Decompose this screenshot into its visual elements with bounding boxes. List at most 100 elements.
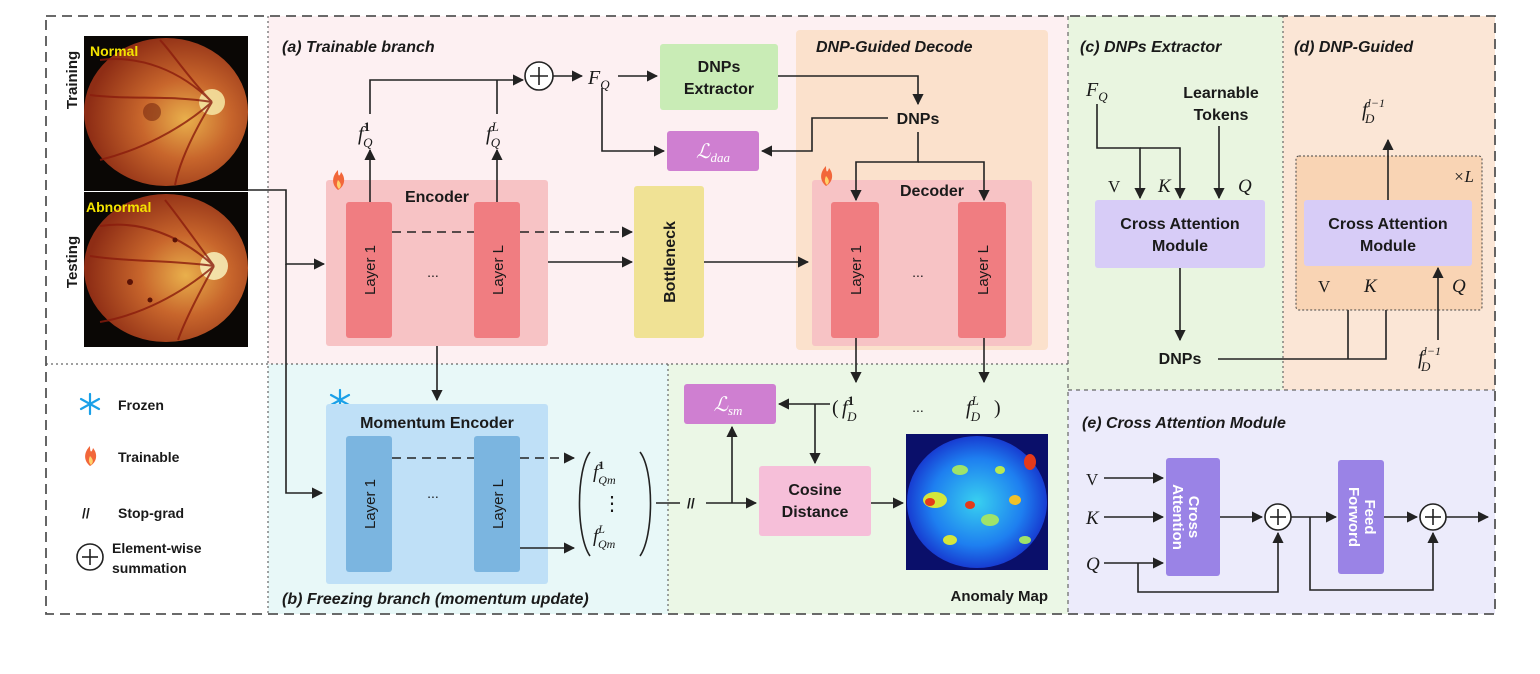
sum-icon bbox=[76, 543, 104, 571]
d-k-label: K bbox=[1363, 276, 1378, 297]
e-cross-attention-box bbox=[1166, 458, 1220, 576]
abnormal-label: Abnormal bbox=[86, 199, 151, 215]
encoder-layer-l-label: Layer L bbox=[490, 245, 507, 295]
svg-text:): ) bbox=[994, 397, 1001, 419]
e-k-label: K bbox=[1085, 508, 1100, 529]
c-v-label: V bbox=[1108, 177, 1121, 196]
encoder-layer-1-label: Layer 1 bbox=[362, 245, 379, 295]
e-q-label: Q bbox=[1086, 554, 1100, 575]
panel-a-title: (a) Trainable branch bbox=[282, 39, 435, 56]
stopgrad-symbol: // bbox=[82, 505, 90, 521]
panel-e-title: (e) Cross Attention Module bbox=[1082, 415, 1286, 432]
c-q-label: Q bbox=[1238, 176, 1252, 197]
sum-node bbox=[524, 61, 554, 91]
arrows-cos: // bbox=[656, 398, 905, 511]
panel-d-title: (d) DNP-Guided bbox=[1294, 39, 1414, 56]
decoder-layer-1-label: Layer 1 bbox=[848, 245, 865, 295]
e-feed-forward-box bbox=[1338, 460, 1384, 574]
d-v-label: V bbox=[1318, 277, 1331, 296]
svg-text:f1D: f1D bbox=[842, 393, 857, 424]
dnps-extractor-box bbox=[660, 44, 778, 110]
decoder-label: Decoder bbox=[900, 183, 964, 200]
e-sum-node-2 bbox=[1419, 503, 1447, 531]
learnable-tokens-2: Tokens bbox=[1194, 107, 1249, 124]
d-cam-label-2: Module bbox=[1360, 238, 1416, 255]
c-cam-box bbox=[1095, 200, 1265, 268]
arrows-d bbox=[1382, 138, 1444, 340]
decoder-layer-1 bbox=[831, 202, 879, 338]
flame-icon bbox=[821, 166, 833, 186]
arrows-a bbox=[248, 70, 990, 499]
arrows-b bbox=[392, 452, 576, 554]
loss-sm-label: ℒsm bbox=[714, 394, 743, 418]
d-cam-label-1: Cross Attention bbox=[1328, 216, 1447, 233]
momentum-layer-1-label: Layer 1 bbox=[362, 479, 379, 529]
legend-frozen: Frozen bbox=[118, 397, 164, 413]
c-k-label: K bbox=[1157, 176, 1172, 197]
c-dnps-label: DNPs bbox=[1159, 351, 1202, 368]
e-feed-label-1: Feed bbox=[1361, 499, 1378, 534]
legend-trainable: Trainable bbox=[118, 449, 180, 465]
svg-text:...: ... bbox=[912, 399, 924, 415]
cosine-label-2: Distance bbox=[782, 504, 849, 521]
cosine-label-1: Cosine bbox=[788, 482, 841, 499]
flame-icon bbox=[85, 446, 97, 466]
momentum-encoder-label: Momentum Encoder bbox=[360, 415, 514, 432]
loss-daa-box bbox=[667, 131, 759, 171]
arrows-e bbox=[1104, 472, 1490, 593]
loss-sm-box bbox=[684, 384, 776, 424]
decoder-layer-l bbox=[958, 202, 1006, 338]
flame-icon bbox=[333, 170, 345, 190]
decoder-ellipsis: ... bbox=[912, 264, 924, 280]
c-cam-label-1: Cross Attention bbox=[1120, 216, 1239, 233]
encoder-label: Encoder bbox=[405, 189, 469, 206]
bottleneck-box bbox=[634, 186, 704, 338]
legend-sum-line2: summation bbox=[112, 560, 187, 576]
panel-e-bg bbox=[1068, 390, 1495, 614]
c-cam-label-2: Module bbox=[1152, 238, 1208, 255]
cosine-distance-box bbox=[759, 466, 871, 536]
anomaly-map-image bbox=[906, 434, 1048, 570]
e-sum-node-1 bbox=[1264, 503, 1292, 531]
encoder-layer-1 bbox=[346, 202, 392, 338]
momentum-layer-1 bbox=[346, 436, 392, 572]
retina-abnormal-image bbox=[84, 192, 248, 347]
decode-title: DNP-Guided Decode bbox=[816, 39, 973, 56]
momentum-layer-l bbox=[474, 436, 520, 572]
momentum-layer-l-label: Layer L bbox=[490, 479, 507, 529]
svg-text:(: ( bbox=[832, 397, 839, 419]
svg-text:fLD: fLD bbox=[966, 393, 981, 424]
normal-label: Normal bbox=[90, 43, 138, 59]
legend-stopgrad: Stop-grad bbox=[118, 505, 184, 521]
legend-sum-line1: Element-wise bbox=[112, 540, 202, 556]
stopgrad-mark: // bbox=[687, 495, 695, 511]
e-cross-label-2: Attention bbox=[1169, 484, 1186, 550]
e-cross-label-1: Cross bbox=[1185, 496, 1202, 539]
c-fq-label: FQ bbox=[1085, 79, 1108, 104]
training-label: Training bbox=[64, 51, 81, 109]
anomaly-map-label: Anomaly Map bbox=[950, 588, 1048, 605]
panel-c-title: (c) DNPs Extractor bbox=[1080, 39, 1222, 56]
loss-daa-label: ℒdaa bbox=[696, 141, 730, 165]
snowflake-icon bbox=[79, 392, 101, 416]
learnable-tokens-1: Learnable bbox=[1183, 85, 1259, 102]
encoder-layer-l bbox=[474, 202, 520, 338]
dnps-label: DNPs bbox=[897, 111, 940, 128]
dnps-extractor-label-1: DNPs bbox=[698, 59, 741, 76]
svg-text:⋮: ⋮ bbox=[602, 493, 622, 515]
e-feed-label-2: Forword bbox=[1345, 487, 1362, 547]
d-q-label: Q bbox=[1452, 276, 1466, 297]
outer-frame bbox=[45, 15, 1496, 615]
retina-normal-image bbox=[84, 36, 248, 191]
bottleneck-label: Bottleneck bbox=[662, 221, 679, 303]
e-v-label: V bbox=[1086, 470, 1099, 489]
panel-b-title: (b) Freezing branch (momentum update) bbox=[282, 591, 589, 608]
